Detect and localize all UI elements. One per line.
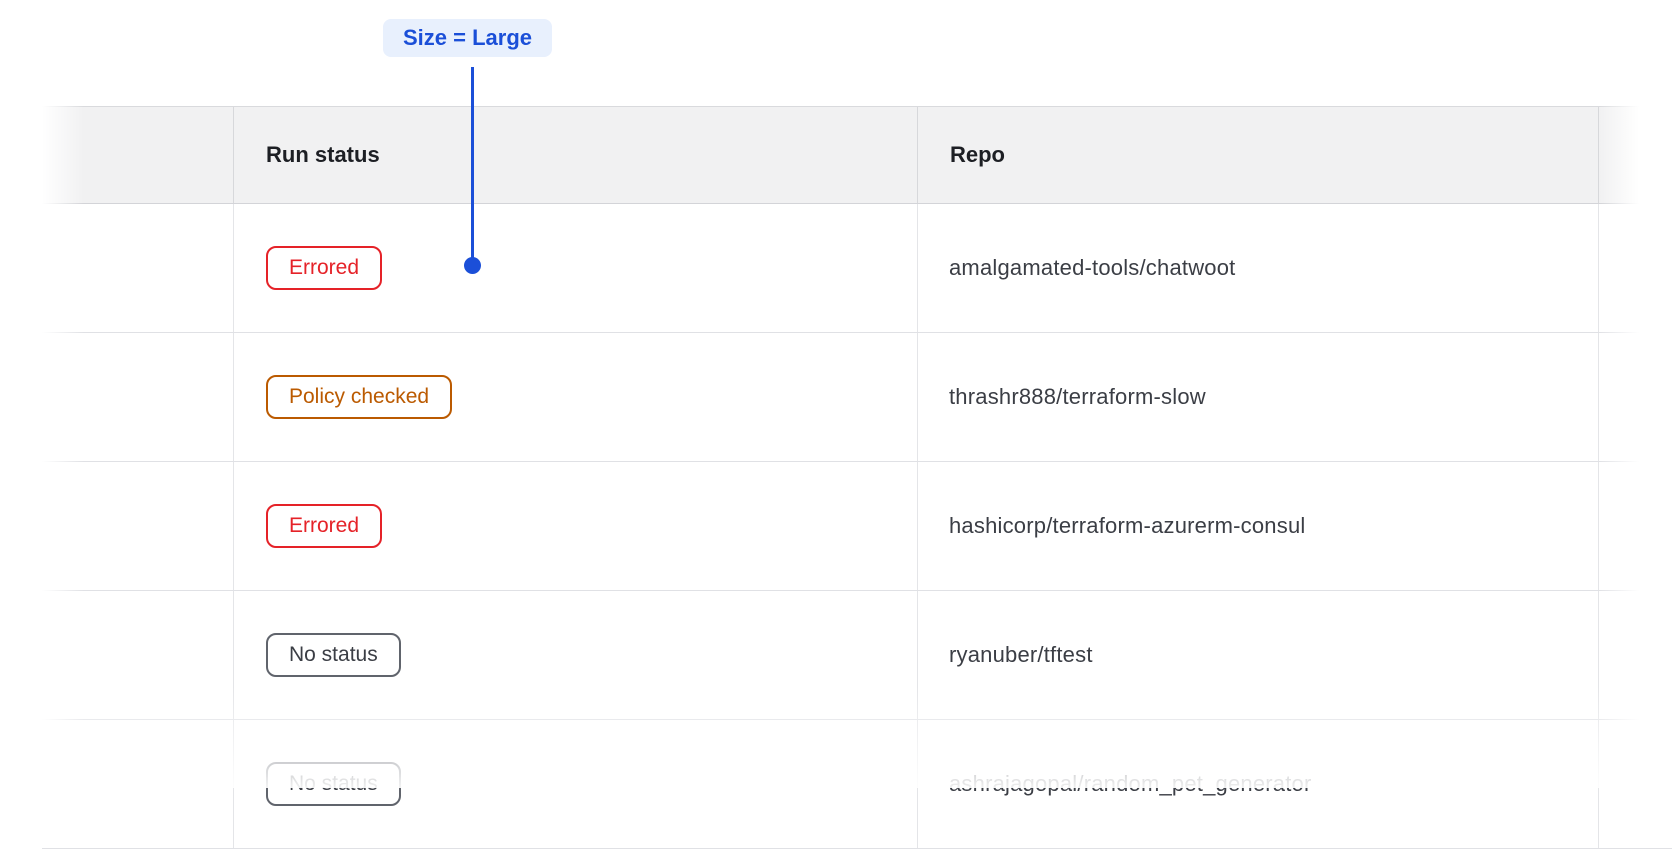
row-cell-repo: hashicorp/terraform-azurerm-consul (917, 462, 1598, 590)
header-cell-empty (42, 107, 233, 203)
row-cell-trailing (1598, 333, 1672, 461)
header-cell-trailing (1598, 107, 1672, 203)
row-cell-empty (42, 591, 233, 719)
row-cell-trailing (1598, 591, 1672, 719)
runs-table: Run status Repo Errored amalgamated-tool… (42, 106, 1672, 849)
row-cell-trailing (1598, 720, 1672, 848)
row-cell-repo: thrashr888/terraform-slow (917, 333, 1598, 461)
row-cell-repo: amalgamated-tools/chatwoot (917, 204, 1598, 332)
row-cell-status: Policy checked (233, 333, 917, 461)
row-cell-status: No status (233, 591, 917, 719)
table-row[interactable]: No status ashrajagopal/random_pet_genera… (42, 720, 1672, 849)
table-row[interactable]: Policy checked thrashr888/terraform-slow (42, 333, 1672, 462)
table-header-row: Run status Repo (42, 107, 1672, 204)
header-cell-run-status: Run status (233, 107, 917, 203)
size-annotation-label: Size = Large (383, 19, 553, 57)
annotation-pointer-dot (464, 257, 481, 274)
row-cell-status: Errored (233, 462, 917, 590)
row-cell-repo: ryanuber/tftest (917, 591, 1598, 719)
row-cell-trailing (1598, 204, 1672, 332)
row-cell-empty (42, 462, 233, 590)
row-cell-status: Errored (233, 204, 917, 332)
table-row[interactable]: Errored hashicorp/terraform-azurerm-cons… (42, 462, 1672, 591)
row-cell-status: No status (233, 720, 917, 848)
table-row[interactable]: Errored amalgamated-tools/chatwoot (42, 204, 1672, 333)
status-badge: Errored (266, 246, 383, 290)
header-cell-repo: Repo (917, 107, 1598, 203)
status-badge: Errored (266, 504, 383, 548)
row-cell-empty (42, 720, 233, 848)
status-badge: Policy checked (266, 375, 453, 419)
row-cell-trailing (1598, 462, 1672, 590)
table-row[interactable]: No status ryanuber/tftest (42, 591, 1672, 720)
row-cell-empty (42, 333, 233, 461)
row-cell-repo: ashrajagopal/random_pet_generator (917, 720, 1598, 848)
annotation-pointer-line (471, 67, 474, 258)
row-cell-empty (42, 204, 233, 332)
status-badge: No status (266, 762, 401, 806)
status-badge: No status (266, 633, 401, 677)
